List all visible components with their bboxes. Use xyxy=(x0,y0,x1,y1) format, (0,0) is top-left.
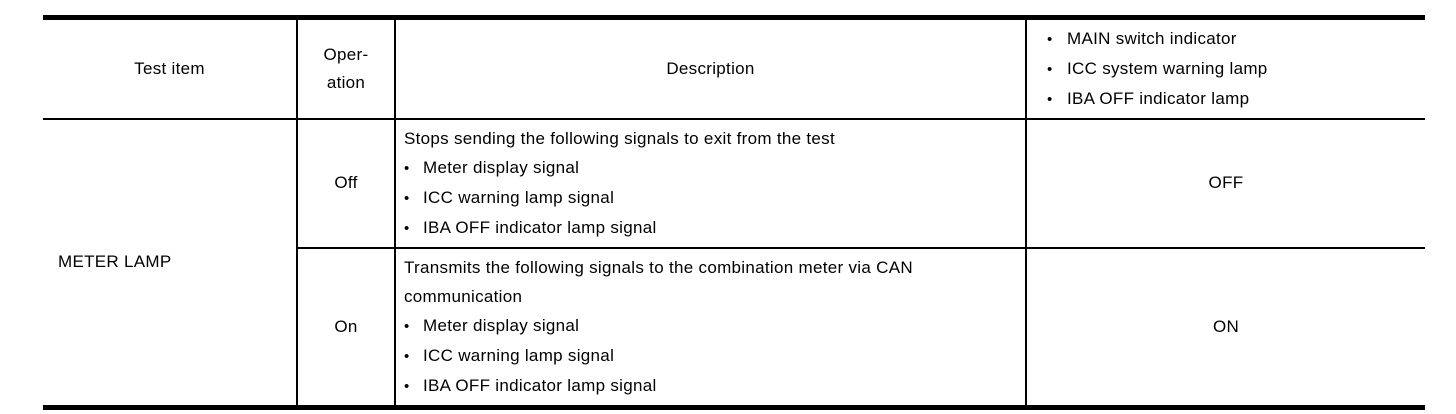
description-block: Transmits the following signals to the c… xyxy=(404,253,1015,401)
header-indicator-lamps: • MAIN switch indicator • ICC system war… xyxy=(1025,16,1425,120)
table-row-on: On Transmits the following signals to th… xyxy=(43,246,1425,408)
bullet-icon: • xyxy=(404,317,410,335)
cell-operation-on: On xyxy=(296,246,396,408)
signal-label: IBA OFF indicator lamp signal xyxy=(423,375,657,395)
table-header-row: Test item Oper- ation Description • MAIN… xyxy=(43,16,1425,120)
indicator-lamp-label: ICC system warning lamp xyxy=(1067,58,1268,78)
signal-label: IBA OFF indicator lamp signal xyxy=(423,217,657,237)
list-item: • ICC system warning lamp xyxy=(1047,54,1419,84)
list-item: • ICC warning lamp signal xyxy=(404,341,1015,371)
cell-indicator-state-on: ON xyxy=(1025,246,1425,408)
bullet-icon: • xyxy=(1047,30,1053,48)
header-operation-label: Oper- ation xyxy=(323,44,369,92)
bullet-icon: • xyxy=(404,189,410,207)
header-description-label: Description xyxy=(666,58,755,78)
cell-description-on: Transmits the following signals to the c… xyxy=(394,246,1027,408)
table-row-off: METER LAMP Off Stops sending the followi… xyxy=(43,117,1425,408)
cell-description-off: Stops sending the following signals to e… xyxy=(394,117,1027,249)
header-test-item-label: Test item xyxy=(134,58,205,78)
bullet-icon: • xyxy=(404,219,410,237)
cell-test-item: METER LAMP xyxy=(43,117,298,408)
list-item: • MAIN switch indicator xyxy=(1047,24,1419,54)
meter-lamp-test-table: Test item Oper- ation Description • MAIN… xyxy=(43,15,1425,410)
signal-label: Meter display signal xyxy=(423,315,580,335)
signal-label: Meter display signal xyxy=(423,157,580,177)
signal-label: ICC warning lamp signal xyxy=(423,345,615,365)
bullet-icon: • xyxy=(1047,90,1053,108)
list-item: • IBA OFF indicator lamp signal xyxy=(404,213,1015,243)
list-item: • ICC warning lamp signal xyxy=(404,183,1015,213)
bullet-icon: • xyxy=(404,347,410,365)
indicator-lamp-label: IBA OFF indicator lamp xyxy=(1067,88,1250,108)
list-item: • IBA OFF indicator lamp signal xyxy=(404,371,1015,401)
test-item-label: METER LAMP xyxy=(58,252,172,271)
description-block: Stops sending the following signals to e… xyxy=(404,124,1015,243)
bullet-icon: • xyxy=(1047,60,1053,78)
description-intro: Stops sending the following signals to e… xyxy=(404,128,835,148)
header-operation: Oper- ation xyxy=(296,16,396,120)
list-item: • Meter display signal xyxy=(404,153,1015,183)
indicator-lamp-label: MAIN switch indicator xyxy=(1067,28,1237,48)
bullet-icon: • xyxy=(404,377,410,395)
cell-indicator-state-off: OFF xyxy=(1025,117,1425,249)
list-item: • IBA OFF indicator lamp xyxy=(1047,84,1419,114)
cell-operation-off: Off xyxy=(296,117,396,249)
header-description: Description xyxy=(394,16,1027,120)
list-item: • Meter display signal xyxy=(404,311,1015,341)
indicator-lamps-list: • MAIN switch indicator • ICC system war… xyxy=(1047,24,1419,114)
bullet-icon: • xyxy=(404,159,410,177)
header-test-item: Test item xyxy=(43,16,298,120)
signal-label: ICC warning lamp signal xyxy=(423,187,615,207)
description-intro: Transmits the following signals to the c… xyxy=(404,257,913,306)
